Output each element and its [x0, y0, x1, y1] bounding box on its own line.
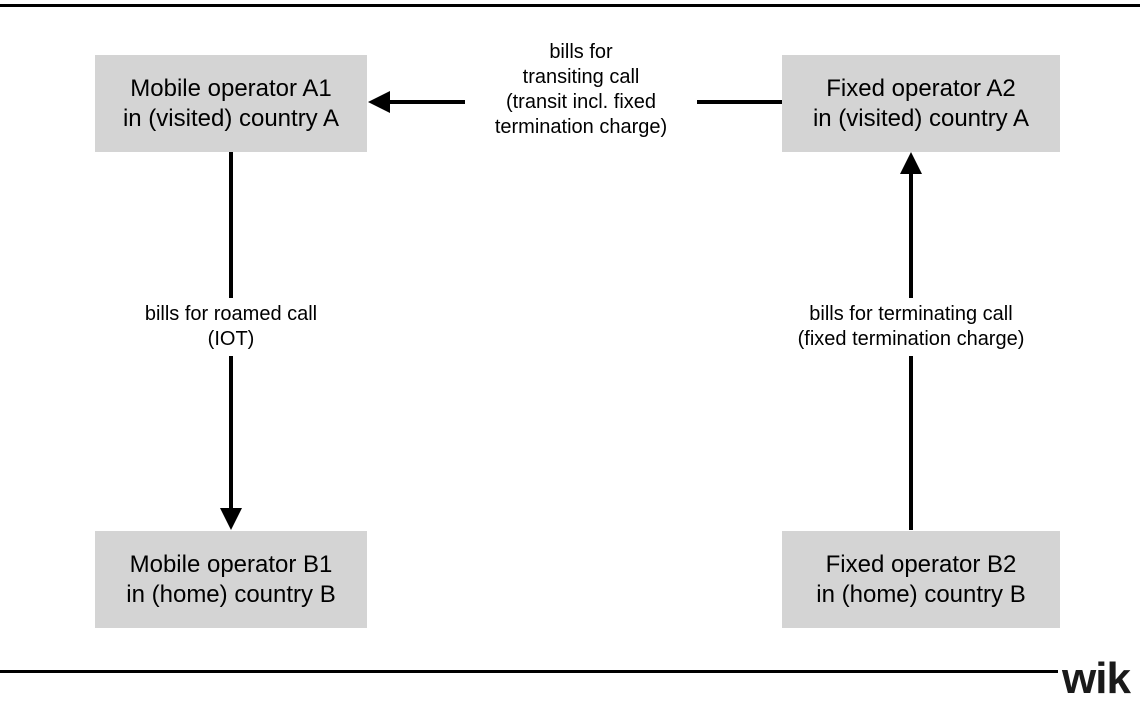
transit-label-line: transiting call: [522, 66, 640, 88]
transit-label: bills for transiting call (transit incl.…: [465, 40, 697, 140]
box-b2-line1: Fixed operator B2: [825, 550, 1017, 578]
box-a1-line2: in (visited) country A: [122, 104, 340, 132]
terminating-label-line: (fixed termination charge): [797, 328, 1025, 350]
box-fixed-operator-a2: Fixed operator A2 in (visited) country A: [782, 55, 1060, 152]
transit-label-line: termination charge): [494, 116, 668, 138]
terminating-label: bills for terminating call (fixed termin…: [766, 298, 1056, 356]
box-mobile-operator-a1: Mobile operator A1 in (visited) country …: [95, 55, 367, 152]
bottom-rule: [0, 670, 1058, 673]
top-rule: [0, 4, 1140, 7]
terminating-arrowhead: [900, 152, 922, 174]
box-b1-line1: Mobile operator B1: [129, 550, 333, 578]
box-fixed-operator-b2: Fixed operator B2 in (home) country B: [782, 531, 1060, 628]
transit-label-line: bills for: [549, 41, 613, 63]
terminating-label-line: bills for terminating call: [809, 303, 1013, 325]
box-b1-line2: in (home) country B: [126, 580, 336, 608]
box-a1-line1: Mobile operator A1: [130, 74, 332, 102]
roamed-label-line: (IOT): [207, 328, 255, 350]
box-a2-line1: Fixed operator A2: [826, 74, 1016, 102]
transit-label-line: (transit incl. fixed: [505, 91, 657, 113]
roamed-label-line: bills for roamed call: [144, 303, 318, 325]
box-b2-line2: in (home) country B: [816, 580, 1026, 608]
box-mobile-operator-b1: Mobile operator B1 in (home) country B: [95, 531, 367, 628]
box-a2-line2: in (visited) country A: [812, 104, 1030, 132]
transit-arrowhead: [368, 91, 390, 113]
roamed-arrowhead: [220, 508, 242, 530]
wik-logo: wik: [1062, 654, 1131, 703]
roamed-label: bills for roamed call (IOT): [101, 298, 361, 356]
